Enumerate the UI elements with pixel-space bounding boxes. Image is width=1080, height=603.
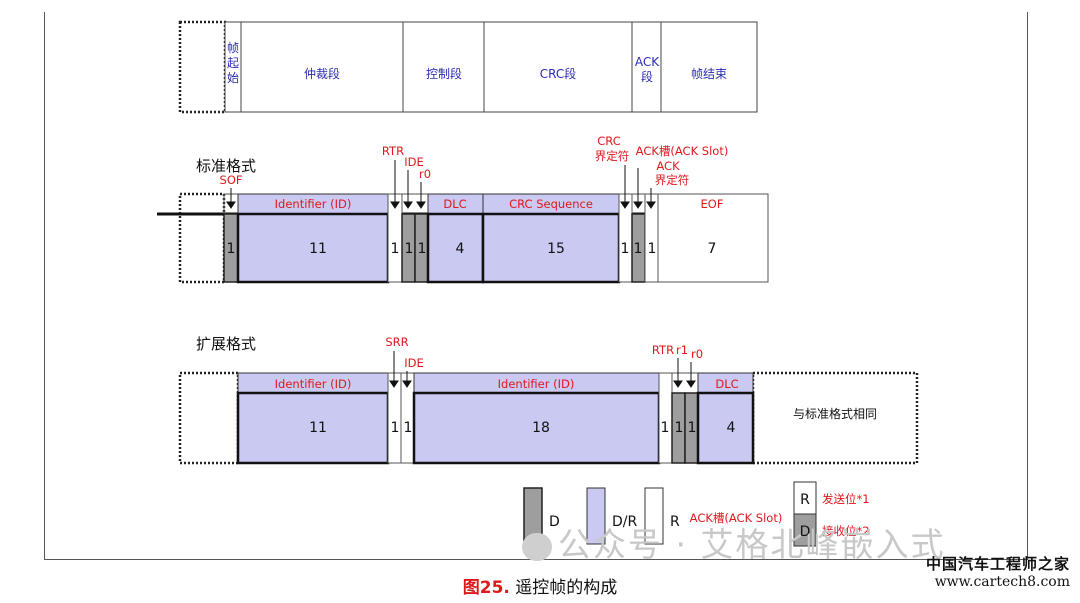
std-ack-delim-1: ACK [656,159,680,173]
brand-name: 中国汽车工程师之家 [925,555,1070,573]
ext-srr-label: SRR [385,335,408,349]
ext-rtr-label: RTR [652,343,674,357]
std-num-eof: 7 [708,241,717,257]
std-ide-label: IDE [404,155,424,169]
std-ack-slot-label: ACK槽(ACK Slot) [636,144,729,158]
legend-ack-slot: ACK槽(ACK Slot) [690,511,783,525]
std-r0-label: r0 [419,167,431,181]
std-num-crc: 15 [547,241,565,257]
std-dlc-label: DLC [443,197,466,211]
std-crc-delim-1: CRC [597,134,620,148]
ext-num-r1: 1 [675,420,684,436]
ext-dlc-label: DLC [715,377,738,391]
ext-num-ide: 1 [404,420,413,436]
std-crc-delim-2: 界定符 [595,149,630,163]
phase-sof-3: 始 [227,71,239,85]
ext-num-dlc: 4 [727,420,736,436]
legend-send-bit: 发送位*1 [822,492,870,506]
legend-d-label: D [549,514,560,530]
legend-recv-bit: 接收位*2 [822,524,870,538]
ext-num-rtr: 1 [661,420,670,436]
ext-num-r0: 1 [688,420,697,436]
std-crc-label: CRC Sequence [509,197,593,211]
ext-id2-label: Identifier (ID) [498,377,575,391]
ext-same-as-std: 与标准格式相同 [793,406,877,421]
std-num-rtr: 1 [391,241,400,257]
ext-r1-label: r1 [676,343,688,357]
wechat-icon [522,532,552,561]
figure-caption: 图25. 遥控帧的构成 [0,573,1080,598]
phase-eof: 帧结束 [691,67,727,81]
phase-ack-1: ACK [635,55,660,69]
phase-arbitration: 仲裁段 [304,66,340,81]
id-field [236,212,390,284]
std-num-ackdelim: 1 [648,241,657,257]
brand-url: www.cartech8.com [934,574,1070,590]
extended-heading: 扩展格式 [196,335,256,353]
phase-crc: CRC段 [540,66,577,81]
std-num-r0: 1 [418,241,427,257]
legend-dr-swatch [586,487,606,545]
ext-num-srr: 1 [391,420,400,436]
std-rtr-label: RTR [382,144,404,158]
ext-num-id1: 11 [309,420,327,436]
extended-format: 扩展格式 Identifier (ID) Identifier (ID) DLC… [178,335,919,465]
watermark: 公众号 · 艾格北峰嵌入式 [522,518,945,566]
std-num-ackslot: 1 [634,241,643,257]
ext-ide-label: IDE [404,356,424,370]
legend-box-r: R [800,492,810,508]
standard-heading: 标准格式 [196,157,256,175]
std-num-crcdelim: 1 [621,241,630,257]
legend-r-swatch [644,487,664,545]
std-num-dlc: 4 [456,241,465,257]
legend-r-label: R [670,514,680,530]
standard-format: 标准格式 Identifier (ID) DLC [157,134,769,284]
figure-number: 图25. [462,578,510,598]
std-id-label: Identifier (ID) [275,197,352,211]
std-ack-delim-2: 界定符 [655,173,690,187]
legend-dr-label: D/R [612,514,637,530]
figure-title: 遥控帧的构成 [509,578,618,598]
phase-sof-1: 帧 [227,41,239,55]
phase-ack-2: 段 [641,69,653,84]
ext-r0-label: r0 [691,347,703,361]
phase-control: 控制段 [426,66,462,81]
legend-recv-box [793,513,817,547]
std-num-sof: 1 [227,241,236,257]
phase-sof-2: 起 [227,56,239,70]
legend-box-d: D [800,524,811,540]
brand-mark: 中国汽车工程师之家 www.cartech8.com [926,553,1070,590]
std-num-id: 11 [309,241,327,257]
std-eof-label: EOF [701,197,724,211]
std-num-ide: 1 [405,241,414,257]
ext-id1-label: Identifier (ID) [275,377,352,391]
phase-bar: 帧 起 始 仲裁段 控制段 CRC段 ACK 段 帧结束 [178,20,758,114]
ext-num-id2: 18 [532,420,550,436]
std-sof-label: SOF [220,173,243,187]
